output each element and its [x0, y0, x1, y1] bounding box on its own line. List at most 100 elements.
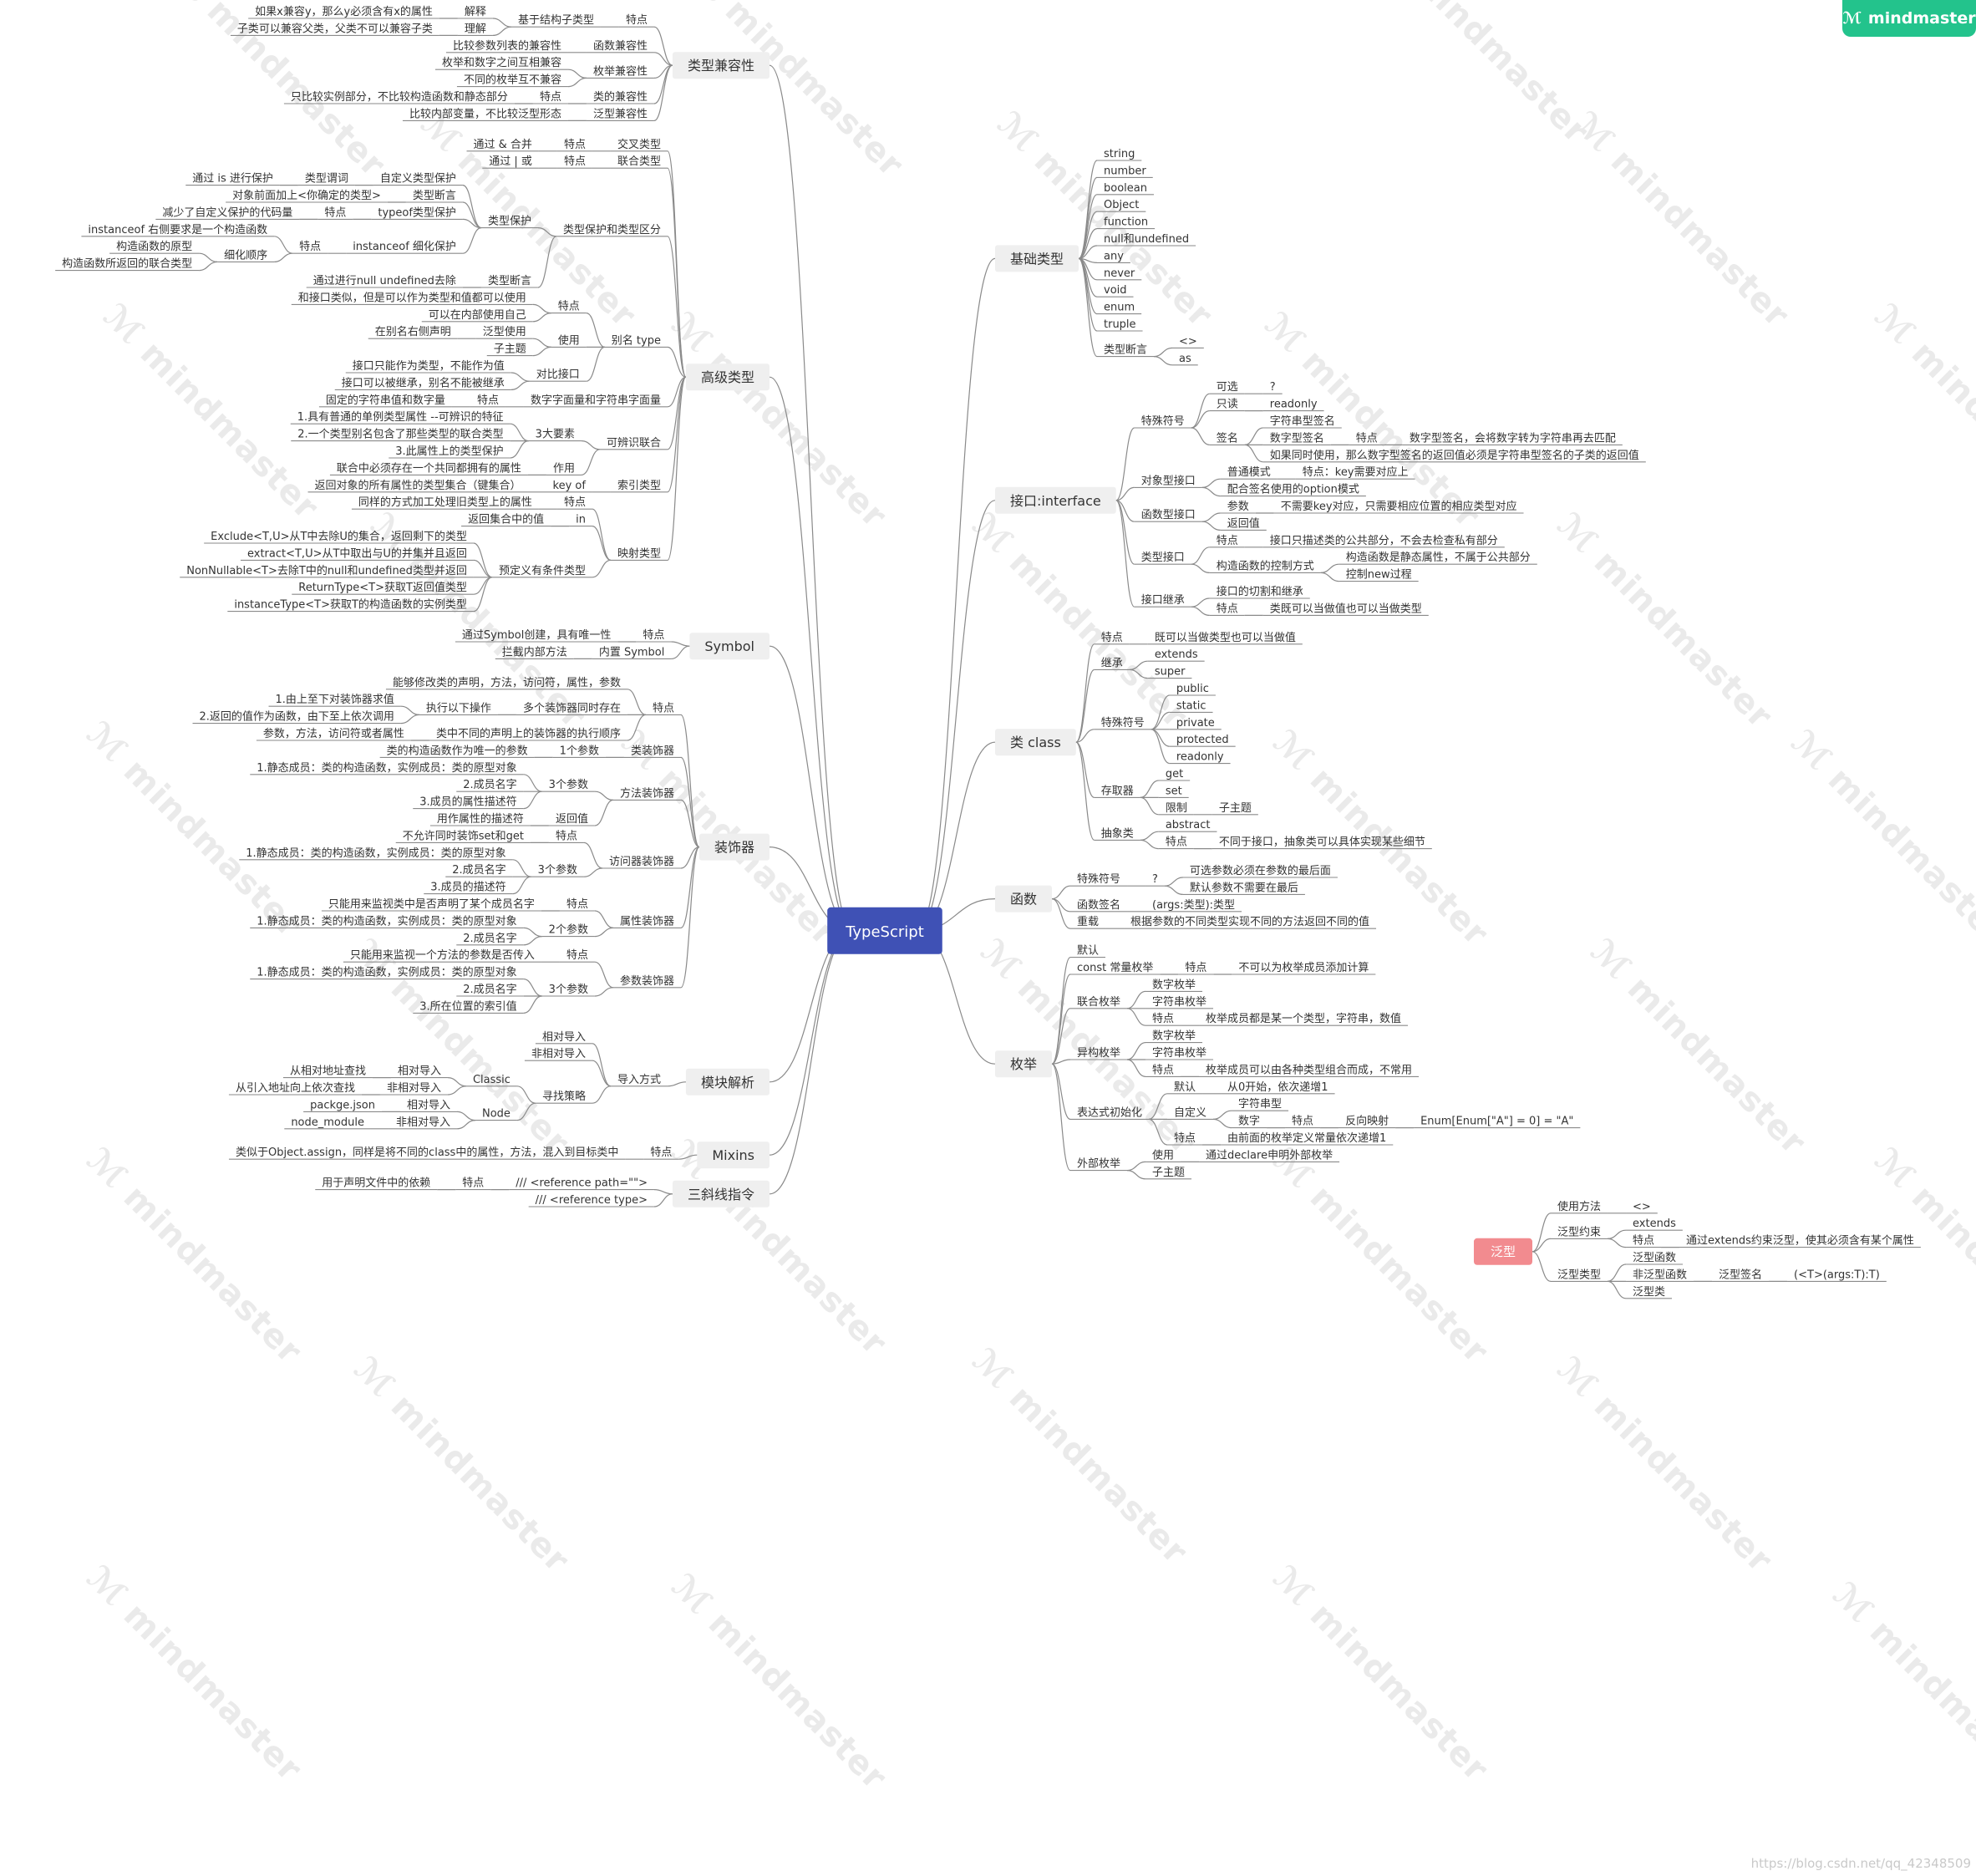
- topic-node[interactable]: 字符串枚举: [1152, 995, 1206, 1009]
- topic-node[interactable]: 泛型签名: [1719, 1268, 1762, 1281]
- topic-node[interactable]: 2个参数: [549, 923, 588, 937]
- topic-node[interactable]: 联合枚举: [1077, 996, 1120, 1009]
- topic-node[interactable]: 特点: [558, 301, 580, 313]
- topic-node[interactable]: 泛型使用: [483, 325, 526, 338]
- topic-node[interactable]: number: [1104, 165, 1146, 177]
- topic-node[interactable]: 参数装饰器: [620, 974, 674, 988]
- topic-node[interactable]: abstract: [1166, 819, 1211, 831]
- topic-node[interactable]: 联合类型: [617, 155, 661, 168]
- topic-node[interactable]: 可以在内部使用自己: [429, 308, 526, 322]
- main-branch-label[interactable]: 接口:interface: [1010, 493, 1101, 509]
- topic-node[interactable]: 相对导入: [398, 1065, 441, 1078]
- topic-node[interactable]: 特殊符号: [1141, 414, 1185, 428]
- topic-node[interactable]: 自定义类型保护: [380, 173, 456, 186]
- topic-node[interactable]: 1个参数: [560, 744, 599, 757]
- topic-node[interactable]: 泛型函数: [1633, 1252, 1676, 1264]
- topic-node[interactable]: 解释: [465, 6, 486, 18]
- topic-node[interactable]: string: [1104, 148, 1135, 160]
- root-topic-box[interactable]: [827, 907, 942, 954]
- topic-node[interactable]: const 常量枚举: [1077, 962, 1153, 974]
- topic-node[interactable]: 执行以下操作: [426, 701, 491, 714]
- topic-node[interactable]: 特点: [1174, 1132, 1196, 1145]
- topic-node[interactable]: 返回值: [1227, 516, 1260, 530]
- topic-node[interactable]: void: [1104, 284, 1127, 297]
- topic-node[interactable]: Node: [482, 1108, 511, 1121]
- topic-node[interactable]: public: [1176, 683, 1209, 695]
- topic-node[interactable]: 数字枚举: [1152, 1030, 1196, 1043]
- topic-node[interactable]: 理解: [465, 23, 486, 35]
- topic-node[interactable]: node_module: [291, 1116, 364, 1129]
- topic-node[interactable]: 通过进行null undefined去除: [313, 275, 456, 287]
- topic-node[interactable]: 属性装饰器: [620, 915, 674, 928]
- topic-node[interactable]: 非相对导入: [396, 1116, 450, 1129]
- topic-node[interactable]: 拦截内部方法: [502, 645, 567, 658]
- topic-node[interactable]: 接口继承: [1141, 593, 1185, 607]
- topic-node[interactable]: 2.返回的值作为函数，由下至上依次调用: [200, 710, 394, 724]
- topic-node[interactable]: 3大要素: [536, 429, 575, 441]
- topic-node[interactable]: key of: [553, 480, 587, 492]
- topic-node[interactable]: 特点: [564, 139, 586, 151]
- topic-node[interactable]: 相对导入: [407, 1099, 450, 1111]
- topic-node[interactable]: 对比接口: [536, 368, 580, 381]
- topic-node[interactable]: 数字枚举: [1152, 979, 1196, 991]
- topic-node[interactable]: /// <reference type>: [536, 1194, 648, 1207]
- main-branch-box[interactable]: [994, 729, 1076, 756]
- topic-node[interactable]: as: [1179, 353, 1191, 365]
- floating-topic-box[interactable]: [1473, 1238, 1532, 1265]
- topic-node[interactable]: 不同于接口，抽象类可以具体实现某些细节: [1219, 836, 1425, 849]
- topic-node[interactable]: 默认参数不需要在最后: [1190, 881, 1298, 894]
- topic-node[interactable]: 特殊符号: [1077, 872, 1120, 886]
- topic-node[interactable]: 枚举兼容性: [593, 64, 648, 78]
- topic-node[interactable]: 类型断言: [1104, 344, 1147, 357]
- topic-node[interactable]: 类型谓词: [305, 173, 348, 186]
- main-branch-box[interactable]: [994, 885, 1052, 913]
- root-topic-label[interactable]: TypeScript: [845, 923, 924, 941]
- topic-node[interactable]: 类型保护: [488, 216, 531, 228]
- main-branch-box[interactable]: [672, 1180, 770, 1207]
- topic-node[interactable]: 返回集合中的值: [468, 513, 544, 526]
- topic-node[interactable]: 交叉类型: [617, 138, 661, 151]
- topic-node[interactable]: 从相对地址查找: [290, 1065, 366, 1078]
- topic-node[interactable]: 可辨识联合: [607, 437, 661, 450]
- topic-node[interactable]: 只能用来监视一个方法的参数是否传入: [350, 948, 535, 962]
- topic-node[interactable]: 访问器装饰器: [609, 856, 674, 868]
- topic-node[interactable]: 泛型类型: [1557, 1268, 1601, 1281]
- topic-node[interactable]: 字符串型签名: [1270, 414, 1335, 428]
- topic-node[interactable]: instanceType<T>获取T的构造函数的实例类型: [234, 598, 467, 612]
- topic-node[interactable]: typeof类型保护: [378, 206, 456, 219]
- topic-node[interactable]: Exclude<T,U>从T中去除U的集合，返回剩下的类型: [211, 530, 467, 543]
- topic-node[interactable]: 使用方法: [1557, 1200, 1601, 1213]
- topic-node[interactable]: enum: [1104, 302, 1135, 314]
- topic-node[interactable]: 减少了自定义保护的代码量: [162, 206, 292, 219]
- topic-node[interactable]: 普通模式: [1227, 466, 1271, 479]
- topic-node[interactable]: 限制: [1166, 802, 1187, 815]
- topic-node[interactable]: 3.成员的描述符: [430, 881, 505, 894]
- topic-node[interactable]: never: [1104, 267, 1135, 280]
- topic-node[interactable]: 用于声明文件中的依赖: [322, 1177, 430, 1190]
- topic-node[interactable]: set: [1166, 785, 1182, 797]
- topic-node[interactable]: 字符串型: [1238, 1097, 1282, 1111]
- topic-node[interactable]: 反向映射: [1345, 1115, 1389, 1128]
- main-branch-label[interactable]: 模块解析: [701, 1075, 754, 1091]
- topic-node[interactable]: packge.json: [310, 1099, 375, 1111]
- topic-node[interactable]: 特殊符号: [1101, 716, 1145, 730]
- topic-node[interactable]: 1.静态成员：类的构造函数，实例成员：类的原型对象: [257, 761, 516, 775]
- topic-node[interactable]: NonNullable<T>去除T中的null和undefined类型并返回: [186, 564, 467, 577]
- topic-node[interactable]: Classic: [473, 1074, 511, 1086]
- topic-node[interactable]: static: [1176, 699, 1206, 712]
- main-branch-label[interactable]: 高级类型: [701, 369, 754, 385]
- topic-node[interactable]: 接口可以被继承，别名不能被继承: [342, 376, 505, 389]
- topic-node[interactable]: 子主题: [1152, 1167, 1185, 1179]
- topic-node[interactable]: 特点: [1217, 535, 1238, 547]
- main-branch-label[interactable]: 装饰器: [714, 840, 754, 856]
- topic-node[interactable]: null和undefined: [1104, 233, 1189, 246]
- topic-node[interactable]: 从0开始，依次递增1: [1227, 1080, 1328, 1094]
- topic-node[interactable]: 函数型接口: [1141, 508, 1196, 521]
- topic-node[interactable]: 方法装饰器: [620, 786, 674, 800]
- topic-node[interactable]: 对象前面加上<你确定的类型>: [232, 189, 381, 202]
- topic-node[interactable]: 特点: [566, 898, 588, 911]
- topic-node[interactable]: 类型保护和类型区分: [563, 224, 661, 236]
- topic-node[interactable]: 类的兼容性: [593, 90, 648, 104]
- topic-node[interactable]: get: [1166, 768, 1183, 780]
- topic-node[interactable]: 3个参数: [538, 863, 577, 877]
